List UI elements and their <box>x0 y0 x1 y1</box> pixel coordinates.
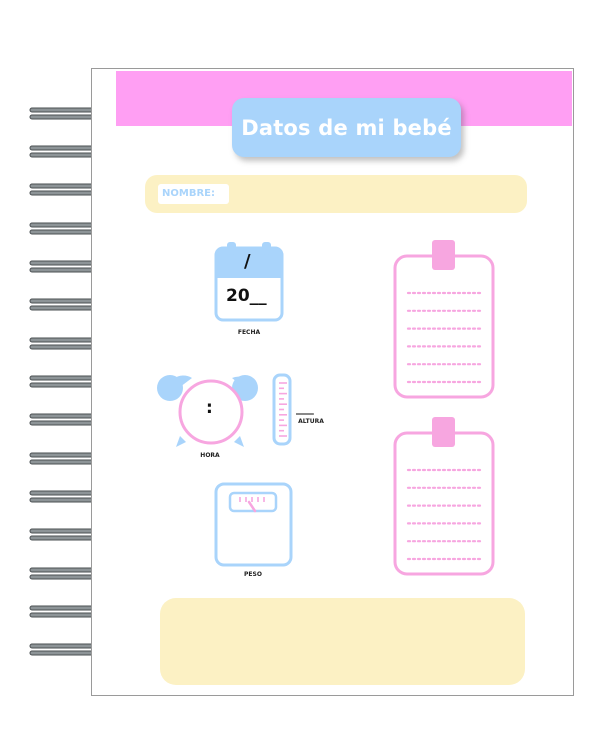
alarm-clock-icon <box>157 375 258 447</box>
notes-box[interactable] <box>160 598 525 685</box>
title-box: Datos de mi bebé <box>232 98 461 157</box>
weight-label: PESO <box>244 571 262 578</box>
date-label: FECHA <box>237 329 261 336</box>
clock-time-colon: : <box>206 398 213 418</box>
clipboard-icon <box>393 240 495 399</box>
height-label: ALTURA <box>298 418 324 425</box>
scale-icon <box>214 482 293 567</box>
calendar-year: 20__ <box>226 286 267 306</box>
name-label: NOMBRE: <box>158 184 229 204</box>
calendar-icon <box>214 242 284 322</box>
calendar-day-slash: / <box>244 251 251 272</box>
page-title: Datos de mi bebé <box>241 115 452 140</box>
ruler-icon <box>272 373 292 446</box>
height-blank: ___ <box>296 402 314 415</box>
clipboard-icon <box>393 417 495 576</box>
time-label: HORA <box>200 452 220 459</box>
